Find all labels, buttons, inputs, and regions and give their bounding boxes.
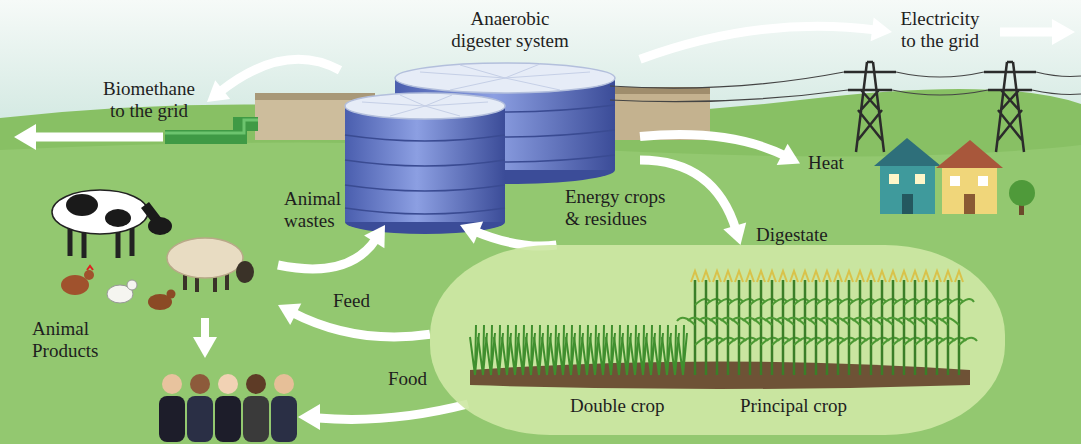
note-label: Food	[388, 368, 438, 390]
electricity-arrow	[1000, 19, 1075, 45]
node-label: Animal Products	[32, 318, 114, 362]
node-label: Electricity to the grid	[892, 8, 988, 52]
gas-pipe	[165, 120, 258, 137]
electricity-output: Electricity to the grid	[892, 6, 992, 58]
products-arrow	[193, 318, 217, 358]
arrow-head	[207, 80, 230, 102]
arrow-head	[364, 225, 385, 248]
field-outline	[430, 245, 1005, 435]
arrow-line	[278, 238, 377, 269]
double-crop-plants	[470, 325, 687, 375]
flow-arrow	[460, 222, 557, 246]
arrow-line	[640, 26, 877, 59]
arrow-head	[723, 222, 746, 245]
arrow-line	[291, 312, 430, 337]
arrow-head	[460, 222, 483, 244]
livestock-group: Animal Products	[20, 168, 278, 368]
flow-arrow	[278, 225, 385, 269]
node-label: Heat	[808, 152, 868, 174]
edge-label: Digestate	[756, 224, 846, 246]
arrow-line	[640, 135, 787, 157]
edge-label: Animal wastes	[284, 188, 354, 232]
node-label: Double crop	[570, 395, 700, 417]
flow-arrow	[207, 59, 340, 102]
arrow-head	[278, 304, 301, 325]
node-label: Anaerobic digester system	[445, 8, 575, 52]
livestock	[52, 190, 254, 310]
node-label: Biomethane to the grid	[95, 78, 203, 122]
crop-field: Double crop Principal crop	[430, 245, 1005, 435]
arrow-head	[777, 144, 800, 165]
houses	[874, 138, 1035, 215]
biomethane-output: Biomethane to the grid	[95, 76, 207, 128]
people	[159, 374, 297, 442]
principal-crop-plants	[677, 271, 977, 375]
edge-label: Energy crops & residues	[565, 186, 673, 230]
heat-output: Heat	[800, 140, 1005, 218]
arrow-line	[474, 231, 557, 246]
edge-label: Feed	[333, 290, 383, 312]
node-label: Principal crop	[740, 395, 890, 417]
arrow-line	[219, 59, 340, 92]
arrow-head	[871, 18, 892, 42]
food-arrow	[298, 404, 468, 430]
flow-arrow	[640, 18, 892, 60]
grid-arrow	[14, 124, 163, 150]
